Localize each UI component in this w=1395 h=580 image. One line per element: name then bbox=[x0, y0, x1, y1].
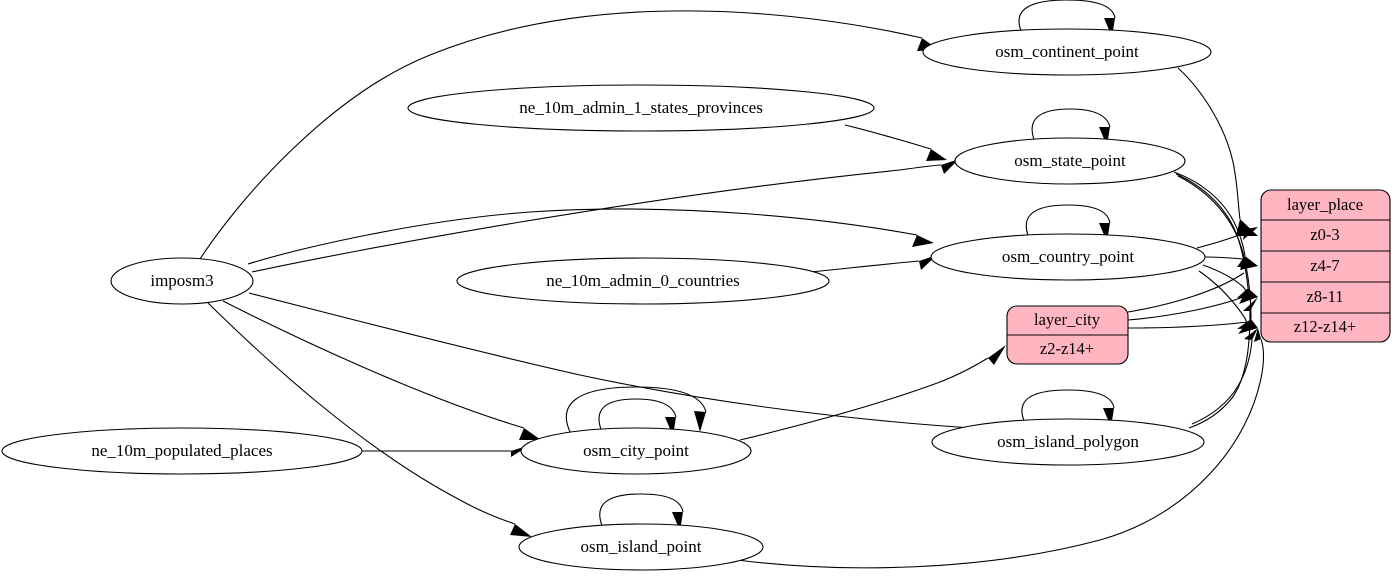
edge-imposm3-to-osm_island_point bbox=[207, 302, 532, 537]
record-node-layer: layer_city z2-z14+ layer_place z0-3 z4-7… bbox=[1006, 189, 1391, 365]
node-osm_state_point[interactable]: osm_state_point bbox=[954, 137, 1186, 185]
osm_continent_point-ellipse[interactable] bbox=[922, 28, 1212, 76]
layer_place-header-label: layer_place bbox=[1287, 195, 1363, 214]
edge-ne_10m_admin_1_states_provinces-to-osm_state_point bbox=[844, 124, 947, 161]
node-ne_10m_admin_0_countries[interactable]: ne_10m_admin_0_countries bbox=[456, 257, 830, 305]
layer_place-row-z8-11-label[interactable]: z8-11 bbox=[1307, 287, 1344, 306]
ne_10m_admin_1_states_provinces-ellipse[interactable] bbox=[407, 84, 875, 132]
osm_country_point-label: osm_country_point bbox=[1002, 247, 1134, 266]
edge-osm_continent_point-to-layer_place_z0_3 bbox=[1177, 67, 1258, 236]
ne_10m_admin_0_countries-ellipse[interactable] bbox=[456, 257, 830, 305]
edge-layer_city-connector-1 bbox=[1127, 272, 1245, 313]
edge-osm_country_point-to-layer_place_z8_11 bbox=[1202, 264, 1258, 304]
node-layer: imposm3 ne_10m_populated_places ne_10m_a… bbox=[1, 28, 1212, 571]
node-imposm3[interactable]: imposm3 bbox=[110, 257, 254, 305]
node-osm_island_polygon[interactable]: osm_island_polygon bbox=[931, 418, 1205, 466]
edge-osm_island_polygon-to-layer_place_z12 bbox=[1191, 328, 1258, 425]
layer_place-row-z4-7-label[interactable]: z4-7 bbox=[1310, 256, 1339, 275]
node-osm_country_point[interactable]: osm_country_point bbox=[930, 233, 1206, 281]
edge-osm_island_point-to-layer_place_z12 bbox=[736, 328, 1265, 569]
osm_island_polygon-ellipse[interactable] bbox=[931, 418, 1205, 466]
osm_continent_point-label: osm_continent_point bbox=[995, 42, 1139, 61]
ne_10m_admin_1_states_provinces-label: ne_10m_admin_1_states_provinces bbox=[519, 98, 763, 117]
edge-osm_city_point-to-layer_city_z2 bbox=[739, 345, 1006, 441]
imposm3-ellipse[interactable] bbox=[110, 257, 254, 305]
node-layer_place[interactable]: layer_place z0-3 z4-7 z8-11 z12-z14+ bbox=[1260, 189, 1391, 343]
edge-layer_city-connector-3 bbox=[1127, 321, 1249, 329]
edge-imposm3-to-osm_city_point bbox=[222, 300, 541, 440]
osm_state_point-ellipse[interactable] bbox=[954, 137, 1186, 185]
osm_city_point-label: osm_city_point bbox=[583, 441, 689, 460]
osm_island_point-ellipse[interactable] bbox=[518, 523, 764, 571]
osm_state_point-label: osm_state_point bbox=[1014, 151, 1126, 170]
edge-ne_10m_admin_0_countries-to-osm_country_point bbox=[810, 255, 937, 273]
node-osm_continent_point[interactable]: osm_continent_point bbox=[922, 28, 1212, 76]
imposm3-label: imposm3 bbox=[150, 271, 213, 290]
edge-self-loop-osm_city_point-outer bbox=[565, 386, 707, 435]
node-ne_10m_admin_1_states_provinces[interactable]: ne_10m_admin_1_states_provinces bbox=[407, 84, 875, 132]
layer_place-row-z0-3-label[interactable]: z0-3 bbox=[1310, 225, 1339, 244]
edge-osm_country_point-to-layer_place_z12 bbox=[1198, 270, 1258, 334]
node-osm_island_point[interactable]: osm_island_point bbox=[518, 523, 764, 571]
layer_city-row-z2-label[interactable]: z2-z14+ bbox=[1040, 339, 1094, 358]
node-layer_city[interactable]: layer_city z2-z14+ bbox=[1006, 305, 1129, 365]
edge-osm_country_point-to-layer_place_z0_3 bbox=[1196, 227, 1258, 249]
layer_place-row-z12-label[interactable]: z12-z14+ bbox=[1294, 317, 1356, 336]
node-ne_10m_populated_places[interactable]: ne_10m_populated_places bbox=[1, 427, 363, 475]
edge-imposm3-to-osm_country_point bbox=[247, 208, 934, 265]
edge-imposm3-to-osm_state_point bbox=[251, 159, 959, 273]
osm_island_polygon-label: osm_island_polygon bbox=[997, 432, 1139, 451]
osm_city_point-ellipse[interactable] bbox=[520, 427, 752, 475]
edge-osm_country_point-to-layer_place_z4_7 bbox=[1204, 256, 1258, 270]
edge-layer_city-connector-2 bbox=[1127, 295, 1247, 321]
osm_island_point-label: osm_island_point bbox=[581, 537, 702, 556]
ne_10m_populated_places-label: ne_10m_populated_places bbox=[91, 441, 272, 460]
layer_city-header-label: layer_city bbox=[1034, 310, 1101, 329]
ne_10m_admin_0_countries-label: ne_10m_admin_0_countries bbox=[546, 271, 740, 290]
node-osm_city_point[interactable]: osm_city_point bbox=[520, 427, 752, 475]
ne_10m_populated_places-ellipse[interactable] bbox=[1, 427, 363, 475]
osm_country_point-ellipse[interactable] bbox=[930, 233, 1206, 281]
layer_place-frame[interactable] bbox=[1260, 189, 1391, 343]
